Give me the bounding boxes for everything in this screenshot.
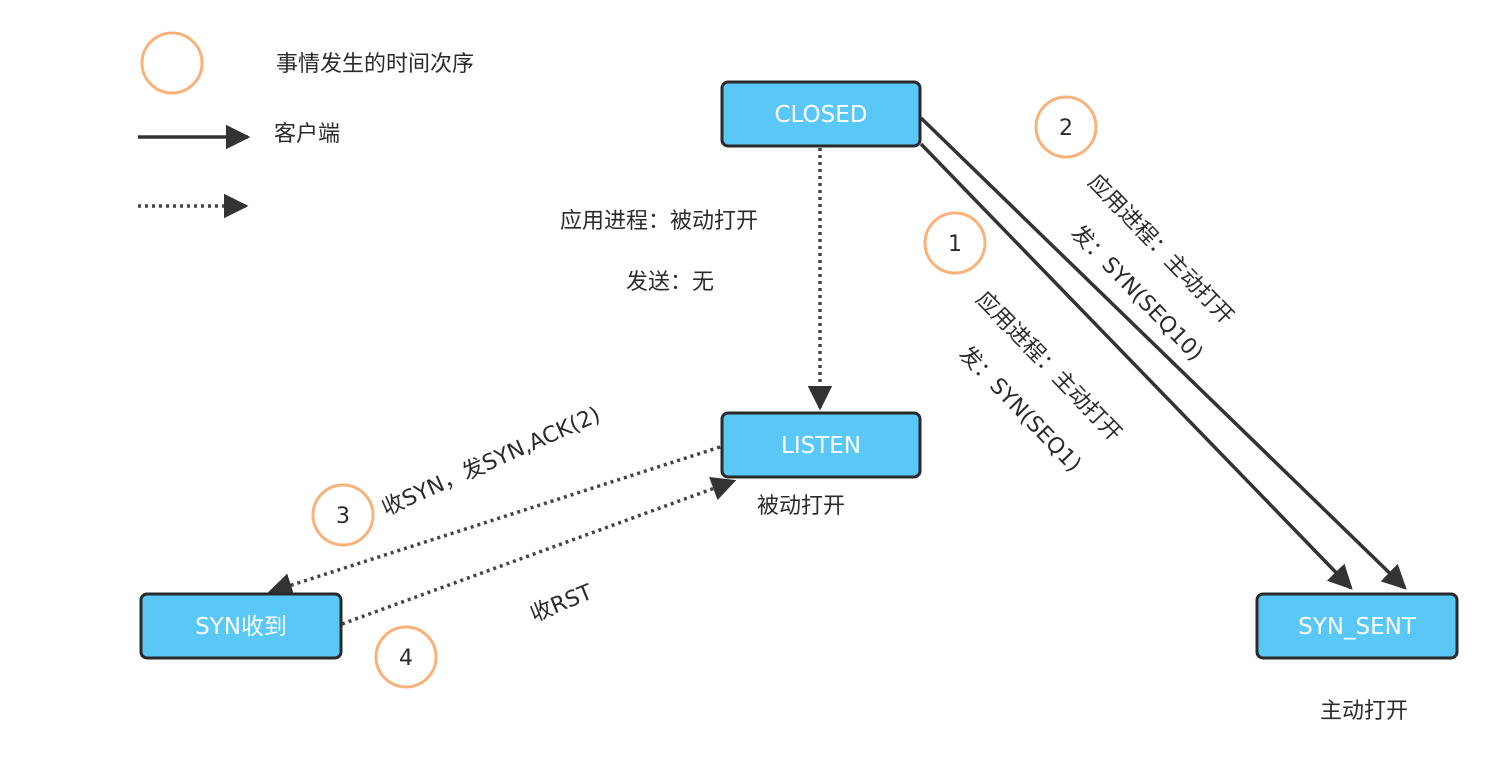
edges [267, 116, 1407, 626]
state-listen-label: LISTEN [781, 433, 861, 459]
legend-client-caption: 客户端 [274, 122, 340, 147]
order-marker-1 [923, 211, 987, 275]
order-marker-4 [374, 625, 438, 689]
state-syn-received-box [139, 592, 343, 660]
caption-active-open: 主动打开 [1320, 699, 1408, 724]
caption-passive-open: 被动打开 [757, 494, 845, 519]
state-syn-sent-label: SYN_SENT [1298, 614, 1417, 640]
legend-order-caption: 事情发生的时间次序 [276, 52, 474, 77]
state-closed-label: CLOSED [775, 102, 868, 128]
order-marker-3-text: 3 [336, 504, 350, 529]
state-listen-box [720, 411, 922, 479]
state-closed: CLOSED [720, 80, 922, 148]
state-syn-sent: SYN_SENT [1255, 592, 1459, 660]
state-syn-sent-box [1255, 592, 1459, 660]
passive-transition-line2: 发送：无 [626, 270, 714, 295]
state-closed-box [720, 80, 922, 148]
step-3-label: 收SYN，发SYN,ACK(2) [378, 403, 604, 522]
step-4-text: 收RST [527, 580, 597, 628]
order-marker-3 [311, 483, 375, 547]
state-listen: LISTEN [720, 411, 922, 479]
legend-order-circle [140, 31, 204, 95]
edge-listen-to-synrcvd [267, 445, 721, 597]
order-marker-1-text: 1 [948, 232, 962, 257]
active-1-line2: 发：SYN(SEQ1) [954, 342, 1086, 477]
step-4-label: 收RST [527, 580, 597, 628]
passive-transition-line1: 应用进程：被动打开 [560, 209, 758, 234]
order-marker-2 [1034, 95, 1098, 159]
active-1-label-2: 发：SYN(SEQ1) [954, 342, 1086, 477]
state-syn-received-label: SYN收到 [195, 614, 287, 640]
edge-closed-to-synsent-2 [919, 116, 1407, 590]
step-3-text: 收SYN，发SYN,ACK(2) [378, 403, 604, 522]
state-syn-received: SYN收到 [139, 592, 343, 660]
order-marker-2-text: 2 [1059, 116, 1073, 141]
legend: 事情发生的时间次序 客户端 [138, 31, 474, 219]
order-marker-4-text: 4 [399, 646, 413, 671]
edge-closed-to-synsent-1 [919, 142, 1353, 590]
